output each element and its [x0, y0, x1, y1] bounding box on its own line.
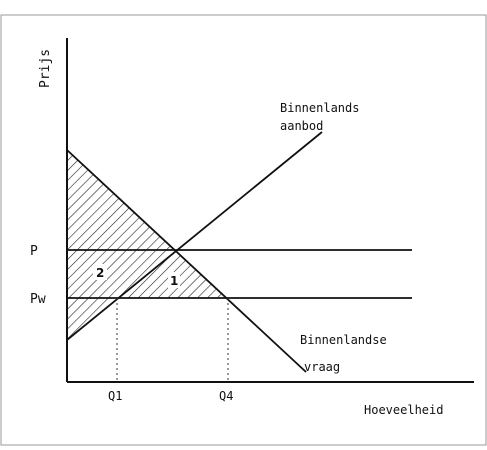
x-axis-label: Hoeveelheid: [364, 403, 443, 417]
y-axis-label: Prijs: [38, 49, 53, 88]
price-label-pw: Pw: [30, 292, 46, 307]
area-1-label-box: [168, 272, 180, 288]
supply-label-line2: aanbod: [280, 119, 323, 133]
demand-label-line1: Binnenlandse: [300, 333, 387, 347]
demand-curve: [66, 149, 307, 373]
demand-label-line2: vraag: [304, 360, 340, 374]
quantity-label-q4: Q4: [219, 389, 233, 403]
price-label-p: P: [30, 244, 38, 259]
supply-curve: [66, 131, 323, 341]
area-2-label: 2: [96, 266, 104, 280]
outer-frame: [0, 14, 487, 446]
quantity-label-q1: Q1: [108, 389, 122, 403]
area-2-hatch: [67, 250, 175, 298]
supply-label-line1: Binnenlands: [280, 101, 359, 115]
area-1-label: 1: [170, 274, 178, 288]
area-2-label-box: [93, 264, 107, 280]
